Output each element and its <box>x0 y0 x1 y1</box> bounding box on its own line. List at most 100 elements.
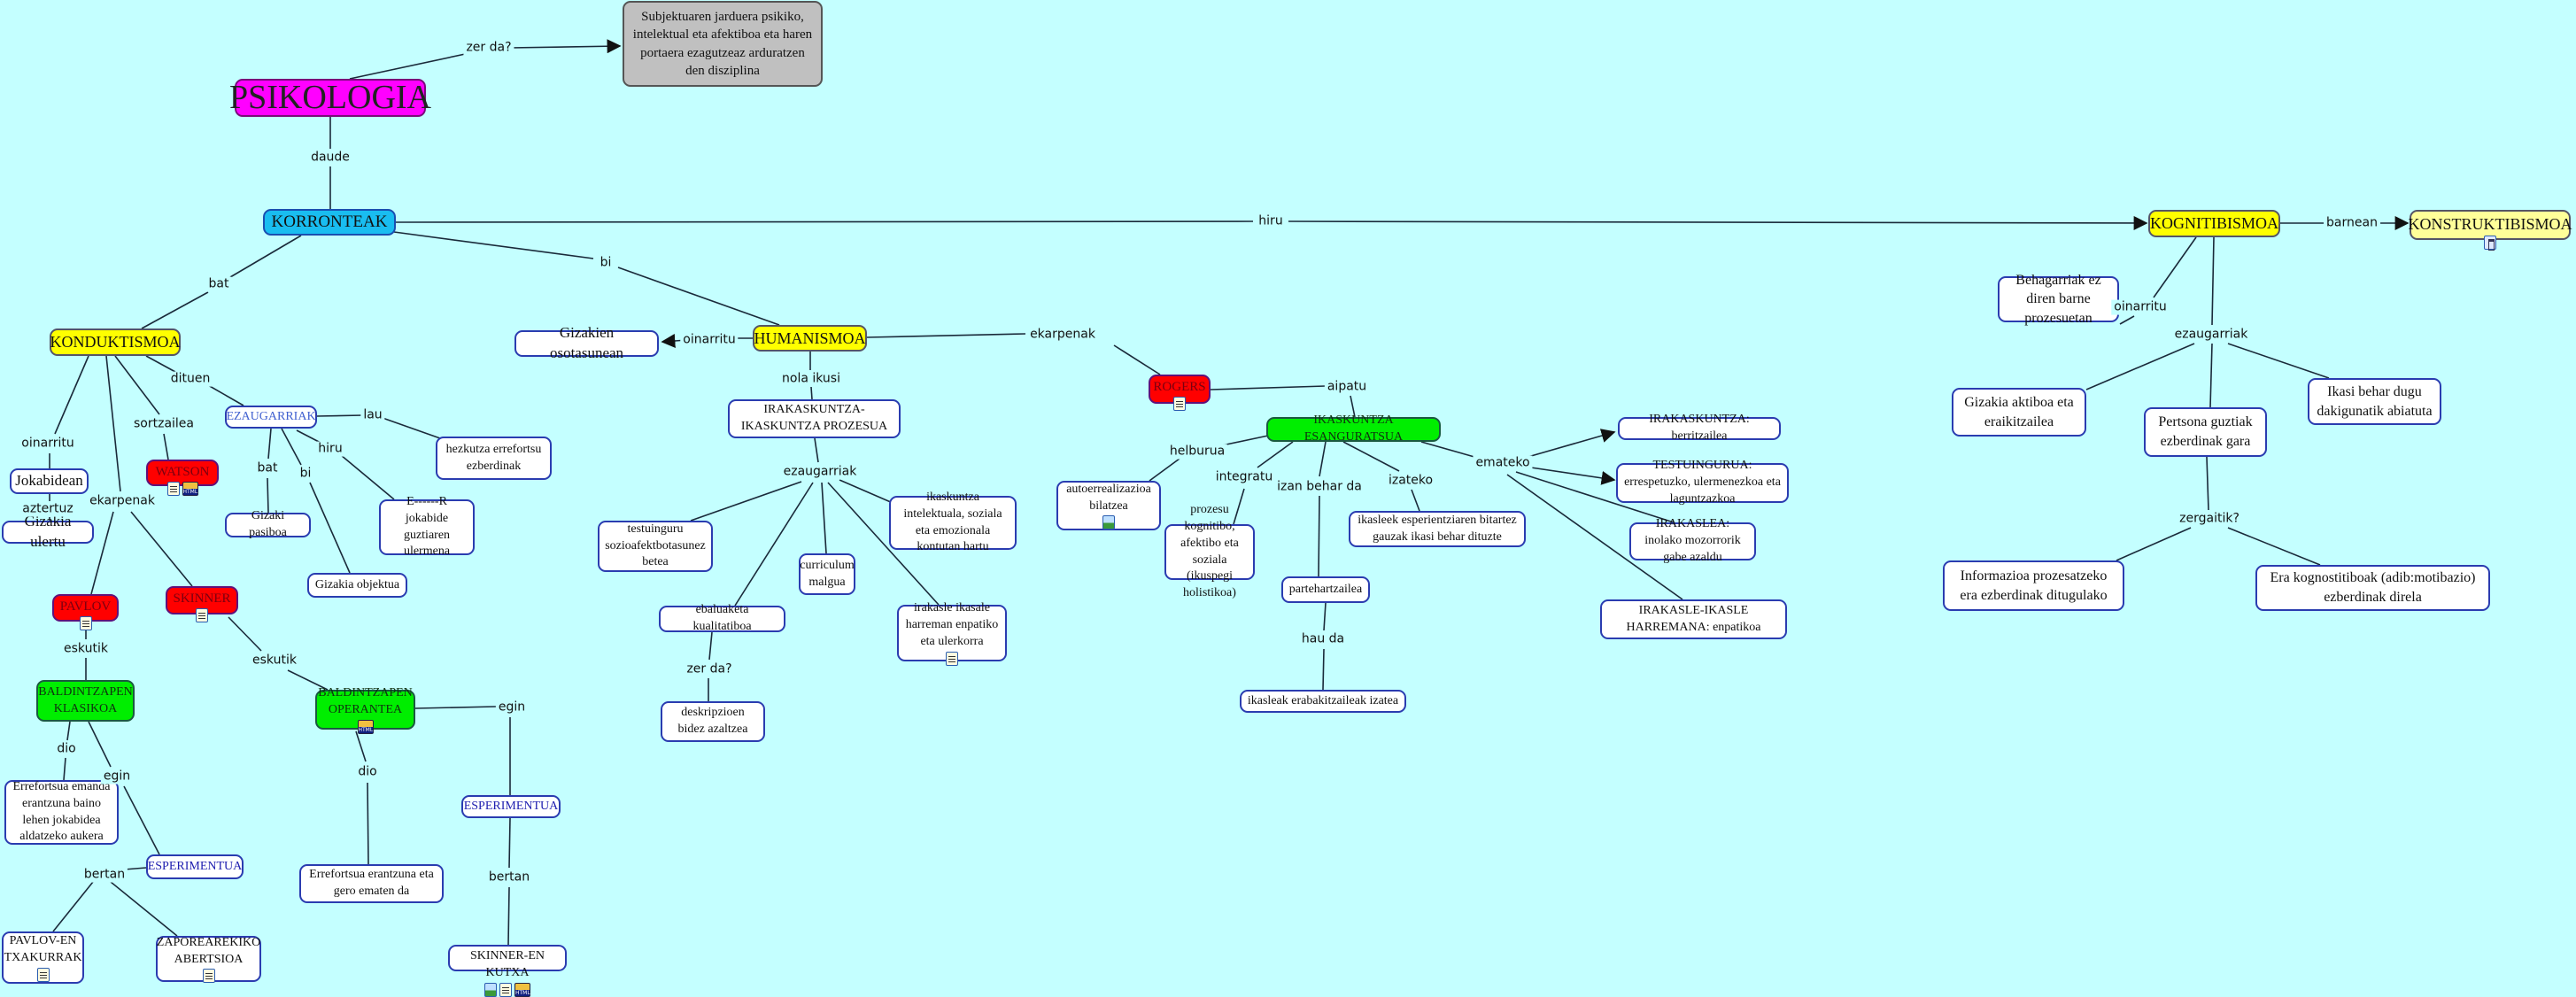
concept-ikaskuntza-esanguratsua[interactable]: IKASKUNTZA ESANGURATSUA <box>1266 413 1441 444</box>
concept-esperimentua-2[interactable]: ESPERIMENTUA <box>461 795 561 818</box>
concept-label: PAVLOV <box>59 599 112 614</box>
concept-label: Errefortsua emanda erantzuna baino lehen… <box>12 779 111 844</box>
concept-harremana[interactable]: IRAKASLE-IKASLE HARREMANA: enpatikoa <box>1600 599 1787 639</box>
concept-label: ikasleek esperientziaren bitartez gauzak… <box>1358 513 1517 544</box>
concept-testuinguru[interactable]: testuinguru sozioafektbotasunez betea <box>598 521 713 572</box>
concept-baldintzapen-klasikoa[interactable]: BALDINTZAPEN KLASIKOA <box>36 680 135 722</box>
cmap-icon[interactable] <box>2484 236 2496 251</box>
image-icon[interactable] <box>1102 515 1115 530</box>
concept-pertsona-guztiak[interactable]: Pertsona guztiak ezberdinak gara <box>2144 407 2267 457</box>
document-icon[interactable] <box>1173 397 1186 412</box>
concept-konstruktibismoa[interactable]: KONSTRUKTIBISMOA <box>2408 210 2572 251</box>
concept-pavlov[interactable]: PAVLOV <box>52 594 119 631</box>
concept-informazioa[interactable]: Informazioa prozesatzeko era ezberdinak … <box>1943 560 2124 611</box>
concept-skinner[interactable]: SKINNER <box>166 586 238 623</box>
concept-label: ebaluaketa kualitatiboa <box>692 603 752 633</box>
concept-rogers[interactable]: ROGERS <box>1149 375 1211 412</box>
concept-irakaskuntza-prozesua[interactable]: IRAKASKUNTZA-IKASKUNTZA PROZESUA <box>728 399 901 438</box>
concept-kognitibismoa[interactable]: KOGNITIBISMOA <box>2148 210 2280 237</box>
concept-autoerrealizazioa[interactable]: autoerrealizazioa bilatzea <box>1056 481 1161 530</box>
link-label: zer da? <box>463 40 514 56</box>
concept-gizakia-objektua[interactable]: Gizakia objektua <box>307 573 407 598</box>
link-label: bat <box>205 276 232 292</box>
concept-curriculum[interactable]: curriculum malgua <box>799 553 855 595</box>
concept-gizakia-aktiboa[interactable]: Gizakia aktiboa eta eraikitzailea <box>1952 388 2086 437</box>
link-label: hau da <box>1298 631 1348 647</box>
document-icon[interactable] <box>196 608 208 623</box>
concept-irakaslea[interactable]: IRAKASLEA: inolako mozorrorik gabe azald… <box>1629 517 1756 564</box>
concept-label: KONSTRUKTIBISMOA <box>2408 215 2572 233</box>
concept-ebaluaketa[interactable]: ebaluaketa kualitatiboa <box>659 603 785 633</box>
concept-esperimentua-1[interactable]: ESPERIMENTUA <box>146 854 244 879</box>
link-label: aztertuz <box>19 501 76 517</box>
concept-label: IRAKASKUNTZA: berritzailea <box>1649 413 1750 443</box>
concept-konduktismoa[interactable]: KONDUKTISMOA <box>50 328 181 356</box>
concept-watson[interactable]: WATSON <box>146 460 219 497</box>
concept-prozesu-kognitibo[interactable]: prozesu kognitibo, afektibo eta soziala … <box>1164 503 1255 599</box>
concept-label: IRAKASLE-IKASLE HARREMANA: enpatikoa <box>1626 603 1761 634</box>
concept-ezaugarriak[interactable]: EZAUGARRIAK <box>225 406 317 429</box>
concept-ikasleak-erabakitzaileak[interactable]: ikasleak erabakitzaileak izatea <box>1240 690 1406 713</box>
html-icon[interactable] <box>357 719 374 734</box>
html-icon[interactable] <box>182 482 198 497</box>
concept-testuingurua[interactable]: TESTUINGURUA: errespetuzko, ulermenezkoa… <box>1616 459 1789 506</box>
link-label: zergaitik? <box>2177 511 2242 527</box>
link-label: nola ikusi <box>779 371 843 387</box>
concept-errefortsua-emanda[interactable]: Errefortsua emanda erantzuna baino lehen… <box>4 780 119 845</box>
concept-deskripzioen[interactable]: deskripzioen bidez azaltzea <box>661 701 765 742</box>
concept-korronteak[interactable]: KORRONTEAK <box>263 209 396 236</box>
document-icon[interactable] <box>36 967 50 982</box>
concept-irakasle-ikasale[interactable]: irakasle ikasale harreman enpatiko eta u… <box>897 601 1007 666</box>
concept-gizakia-ulertu[interactable]: Gizakia ulertu <box>2 513 94 550</box>
link-label: oinarritu <box>19 436 77 452</box>
concept-definition[interactable]: Subjektuaren jarduera psikiko, intelektu… <box>623 1 823 87</box>
concept-baldintzapen-operantea[interactable]: BALDINTZAPEN OPERANTEA <box>315 686 415 734</box>
concept-label: ESPERIMENTUA <box>147 859 243 873</box>
document-icon[interactable] <box>499 982 512 997</box>
concept-label: E------R jokabide guztiaren ulermena <box>403 494 451 559</box>
link-label: egin <box>100 769 134 784</box>
concept-psikologia[interactable]: PSIKOLOGIA <box>229 79 431 117</box>
concept-ikasleek-esperientzia[interactable]: ikasleek esperientziaren bitartez gauzak… <box>1349 511 1526 547</box>
link-label: zer da? <box>684 661 735 677</box>
concept-er-jokabide[interactable]: E------R jokabide guztiaren ulermena <box>379 495 475 558</box>
document-icon[interactable] <box>946 651 958 666</box>
link-label: oinarritu <box>680 332 739 348</box>
concept-gizaki-pasiboa[interactable]: Gizaki pasiboa <box>225 509 311 539</box>
concept-ikasi-behar[interactable]: Ikasi behar dugu dakigunatik abiatuta <box>2308 378 2441 425</box>
link-label: daude <box>308 150 352 166</box>
concept-zaporearekiko-abertsioa[interactable]: ZAPOREAREKIKO ABERTSIOA <box>156 936 261 984</box>
concept-label: Pertsona guztiak ezberdinak gara <box>2158 414 2253 449</box>
concept-label: WATSON <box>155 465 210 479</box>
concept-label: KOGNITIBISMOA <box>2150 214 2278 233</box>
link-label: eskutik <box>61 641 111 657</box>
concept-era-kognostitiboak[interactable]: Era kognostitiboak (adib:motibazio) ezbe… <box>2255 565 2490 611</box>
concept-label: Subjektuaren jarduera psikiko, intelektu… <box>632 10 813 78</box>
concept-label: BALDINTZAPEN OPERANTEA <box>318 686 413 716</box>
concept-irakaskuntza-berritzailea[interactable]: IRAKASKUNTZA: berritzailea <box>1618 413 1781 443</box>
concept-ikaskuntza-intelektuala[interactable]: ikaskuntza intelektuala, soziala eta emo… <box>889 491 1017 553</box>
concept-label: Gizakien osotasunean <box>549 324 624 361</box>
document-icon[interactable] <box>202 969 215 984</box>
concept-pavlov-txakurrak[interactable]: PAVLOV-EN TXAKURRAK <box>2 931 84 984</box>
concept-jokabidean[interactable]: Jokabidean <box>10 468 89 494</box>
image-icon[interactable] <box>484 982 497 997</box>
document-icon[interactable] <box>166 482 180 497</box>
document-icon[interactable] <box>79 616 92 631</box>
link-label: izateko <box>1385 473 1436 489</box>
concept-skinner-kutxa[interactable]: SKINNER-EN KUTXA <box>448 945 567 997</box>
concept-hezkutza[interactable]: hezkutza errefortsu ezberdinak <box>436 437 552 480</box>
concept-label: Gizakia aktiboa eta eraikitzailea <box>1964 394 2074 429</box>
link-label: hiru <box>315 441 345 457</box>
concept-label: ESPERIMENTUA <box>463 799 559 813</box>
concept-label: KORRONTEAK <box>271 213 388 232</box>
concept-gizakien-osotasunean[interactable]: Gizakien osotasunean <box>514 324 659 361</box>
html-icon[interactable] <box>514 982 530 997</box>
concept-label: IRAKASKUNTZA-IKASKUNTZA PROZESUA <box>740 403 888 433</box>
concept-label: autoerrealizazioa bilatzea <box>1066 482 1151 513</box>
concept-behagarriak[interactable]: Behagarriak ez diren barne prozesuetan <box>1998 273 2119 326</box>
concept-humanismoa[interactable]: HUMANISMOA <box>753 325 867 352</box>
concept-errefortsua-gero[interactable]: Errefortsua erantzuna eta gero ematen da <box>299 864 444 903</box>
link-label: bertan <box>81 867 128 883</box>
concept-partehartzailea[interactable]: partehartzailea <box>1281 576 1370 603</box>
